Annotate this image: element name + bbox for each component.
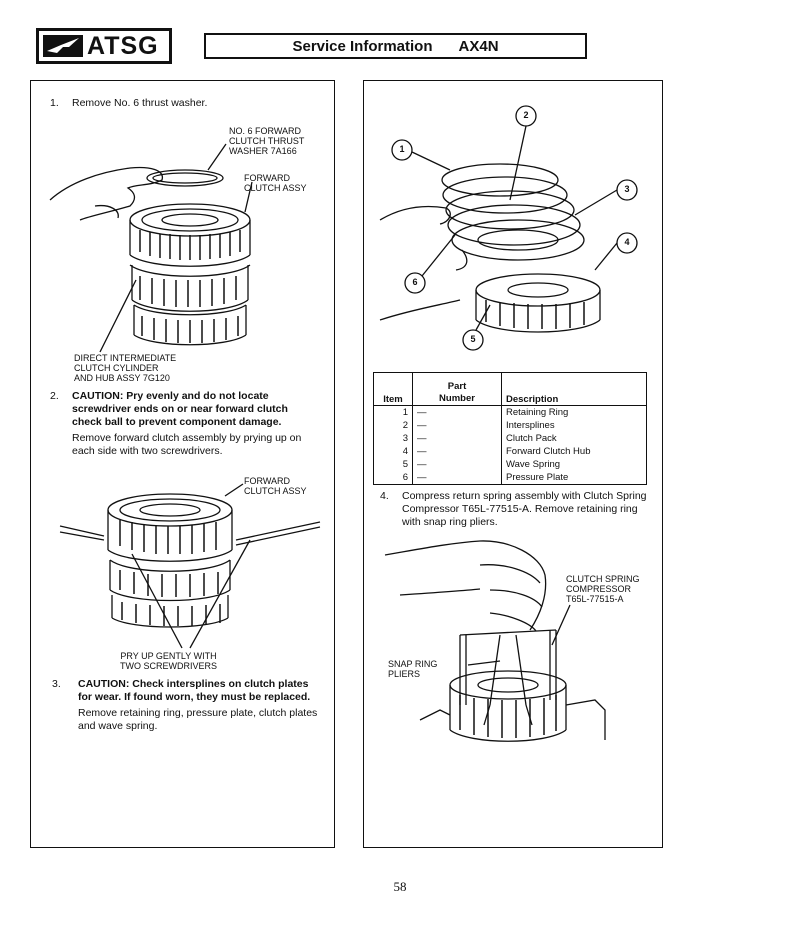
eagle-icon — [43, 35, 83, 57]
label-forward-clutch-1: FORWARD CLUTCH ASSY — [244, 173, 307, 193]
parts-table-header: Item Part Number Description — [374, 373, 646, 406]
table-row: 1 — Retaining Ring — [374, 405, 646, 419]
figure-spring-compressor — [384, 540, 606, 742]
atsg-logo: ATSG — [36, 28, 172, 64]
figure-clutch-pack — [379, 105, 638, 351]
callout-1: 1 — [399, 144, 405, 154]
header-title-box: Service Information AX4N — [204, 33, 587, 59]
figure-thrust-washer — [49, 143, 253, 353]
table-row: 3 — Clutch Pack — [374, 432, 646, 445]
header-part-number: Part Number — [412, 373, 502, 406]
figure-pry-forward-clutch — [59, 483, 321, 649]
service-label: Service Information — [292, 37, 433, 55]
step-2: 2. CAUTION: Pry evenly and do not locate… — [50, 390, 320, 458]
step-1: 1. Remove No. 6 thrust washer. — [50, 97, 208, 109]
callout-2: 2 — [523, 110, 529, 120]
callout-5: 5 — [470, 334, 476, 344]
parts-table-wrapper: Item Part Number Description 1 — Retaini… — [373, 372, 647, 485]
header-description: Description — [501, 373, 646, 406]
label-snap-ring-pliers: SNAP RING PLIERS — [388, 659, 438, 679]
table-row: 6 — Pressure Plate — [374, 471, 646, 484]
logo-text: ATSG — [87, 31, 159, 60]
step-2-text: Remove forward clutch assembly by prying… — [72, 432, 302, 457]
table-row: 5 — Wave Spring — [374, 458, 646, 471]
step-3-text: Remove retaining ring, pressure plate, c… — [78, 707, 318, 732]
label-pry-up: PRY UP GENTLY WITH TWO SCREWDRIVERS — [120, 651, 218, 671]
table-row: 4 — Forward Clutch Hub — [374, 445, 646, 458]
callout-3: 3 — [624, 184, 630, 194]
callout-4: 4 — [624, 237, 630, 247]
parts-table: Item Part Number Description 1 — Retaini… — [374, 373, 646, 484]
caution-2: CAUTION: Pry evenly and do not locate sc… — [72, 390, 288, 428]
label-direct-intermediate: DIRECT INTERMEDIATE CLUTCH CYLINDER AND … — [74, 353, 177, 383]
table-row: 2 — Intersplines — [374, 419, 646, 432]
step-3: 3. CAUTION: Check intersplines on clutch… — [52, 678, 322, 733]
caution-3: CAUTION: Check intersplines on clutch pl… — [78, 678, 311, 703]
header-item: Item — [374, 373, 413, 406]
label-thrust-washer: NO. 6 FORWARD CLUTCH THRUST WASHER 7A166 — [229, 126, 305, 156]
label-forward-clutch-2: FORWARD CLUTCH ASSY — [244, 476, 307, 496]
step-4: 4. Compress return spring assembly with … — [380, 490, 647, 528]
right-panel — [363, 80, 663, 848]
callout-6: 6 — [412, 277, 418, 287]
model-label: AX4N — [458, 37, 499, 55]
left-panel — [30, 80, 335, 848]
label-clutch-spring-compressor: CLUTCH SPRING COMPRESSOR T65L-77515-A — [566, 574, 640, 604]
page-number: 58 — [393, 879, 407, 894]
